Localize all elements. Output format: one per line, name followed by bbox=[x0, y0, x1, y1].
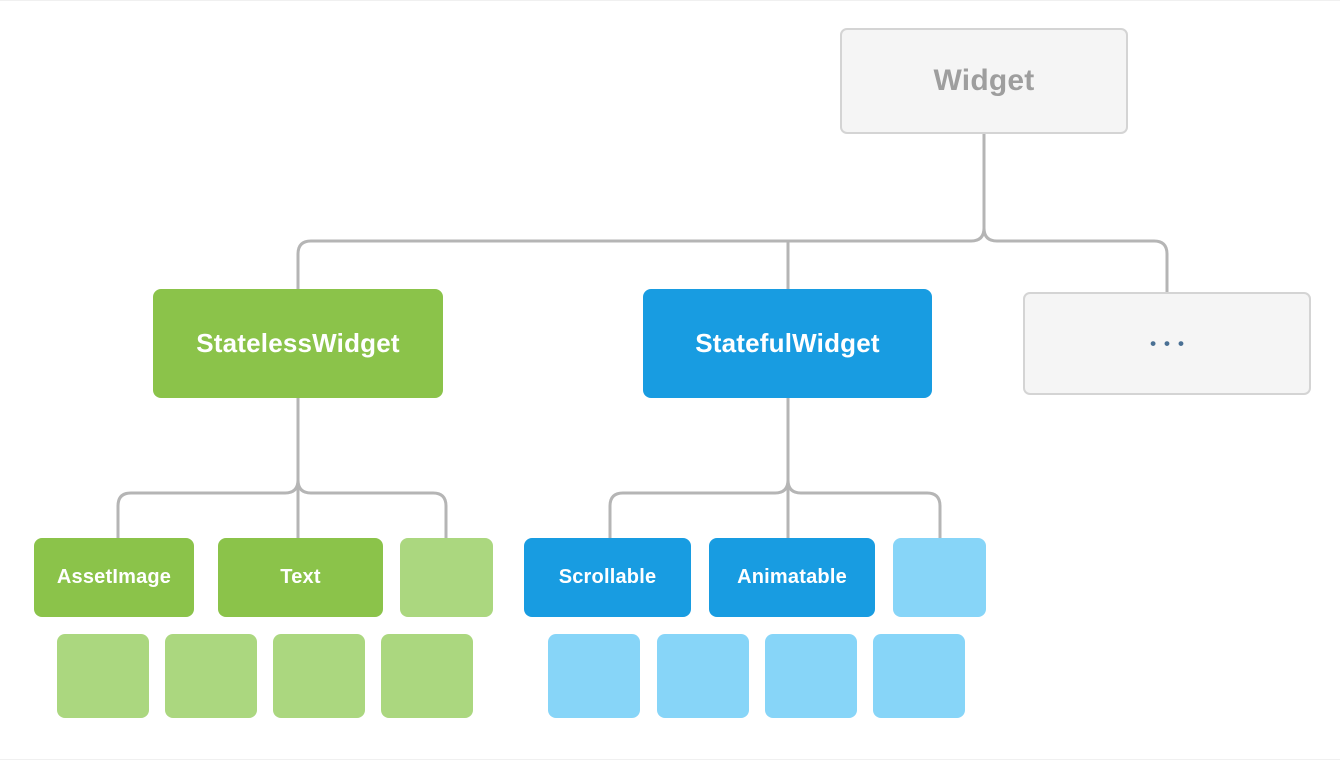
node-stateful-widget: StatefulWidget bbox=[643, 289, 932, 398]
blue-grandchild-square bbox=[873, 634, 965, 718]
ellipsis-dots: ••• bbox=[1150, 334, 1192, 353]
connector-root-to-other bbox=[982, 227, 1169, 294]
green-grandchild-square bbox=[381, 634, 473, 718]
green-grandchild-square bbox=[273, 634, 365, 718]
connector-stateful-to-placeholder bbox=[786, 479, 942, 540]
blue-grandchild-square bbox=[548, 634, 640, 718]
connector-stateless-to-placeholder bbox=[296, 479, 448, 540]
node-animatable-label: Animatable bbox=[737, 566, 847, 588]
node-stateless-widget: StatelessWidget bbox=[153, 289, 443, 398]
blue-grandchild-square bbox=[657, 634, 749, 718]
blue-grandchild-square bbox=[765, 634, 857, 718]
green-grandchild-square bbox=[57, 634, 149, 718]
connector-stateful-to-scrollable bbox=[608, 479, 790, 540]
node-stateful-placeholder bbox=[893, 538, 986, 617]
node-stateful-widget-label: StatefulWidget bbox=[695, 328, 880, 358]
node-widget-label: Widget bbox=[933, 64, 1035, 97]
node-widget: Widget bbox=[840, 28, 1128, 134]
node-scrollable-label: Scrollable bbox=[558, 566, 657, 588]
green-grandchild-square bbox=[165, 634, 257, 718]
node-stateless-widget-label: StatelessWidget bbox=[196, 328, 400, 358]
node-asset-image: AssetImage bbox=[34, 538, 194, 617]
node-animatable: Animatable bbox=[709, 538, 875, 617]
connector-stateless-to-assetimage bbox=[116, 479, 300, 540]
node-text-label: Text bbox=[280, 566, 321, 588]
connector-root-to-stateless bbox=[296, 134, 986, 291]
node-text: Text bbox=[218, 538, 383, 617]
node-scrollable: Scrollable bbox=[524, 538, 691, 617]
node-asset-image-label: AssetImage bbox=[56, 566, 172, 588]
node-stateless-placeholder bbox=[400, 538, 493, 617]
node-other-widgets: ••• bbox=[1023, 292, 1311, 395]
